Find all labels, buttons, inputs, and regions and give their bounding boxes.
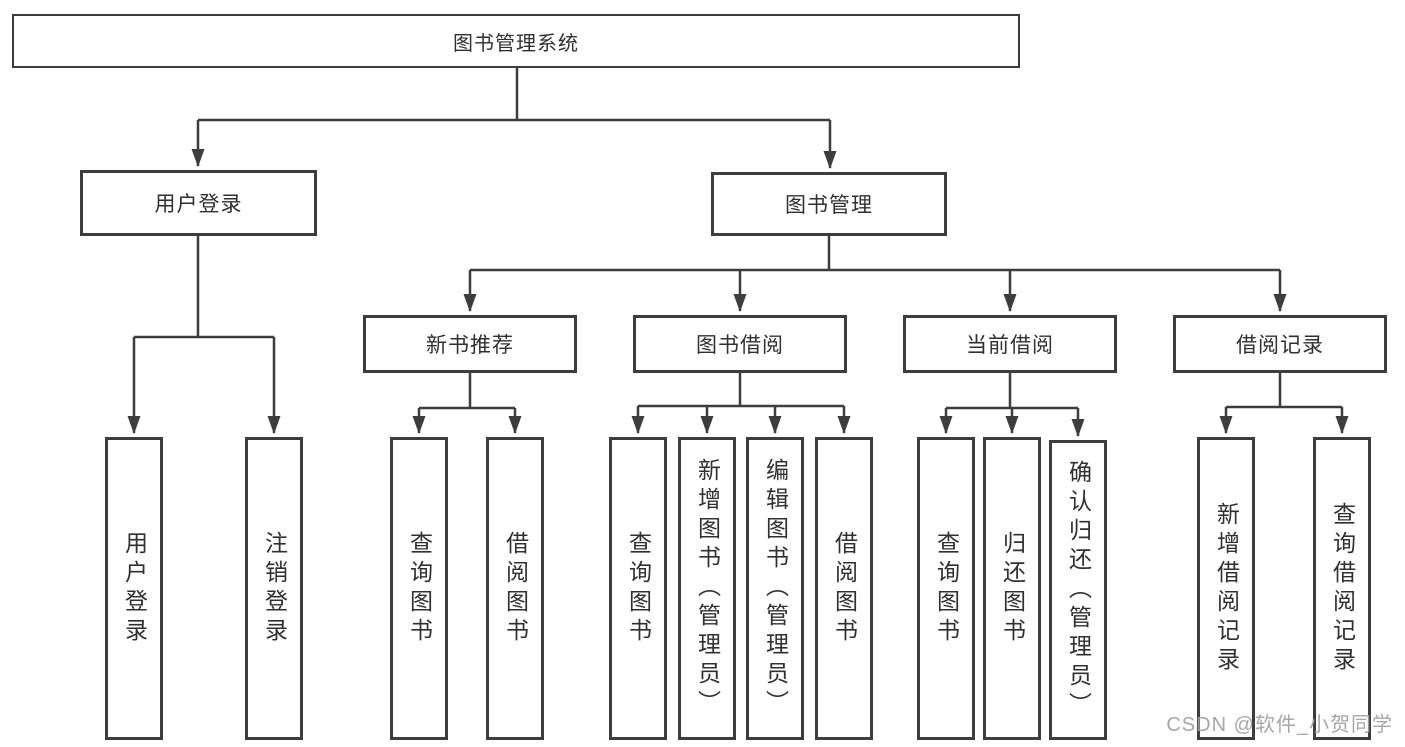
leaf-query-books-current-label: 查询图书 — [933, 530, 960, 647]
connector-user-login — [134, 236, 274, 339]
node-new-book-recommend: 新书推荐 — [363, 315, 577, 373]
leaf-query-books-recommend: 查询图书 — [390, 437, 448, 740]
leaf-borrow-books: 借阅图书 — [815, 437, 873, 740]
leaf-add-book-admin: 新增图书（管理员） — [678, 437, 736, 740]
connector-book-borrow — [638, 373, 844, 408]
connector-root — [198, 68, 830, 122]
node-library-management-system: 图书管理系统 — [12, 14, 1020, 68]
node-book-management: 图书管理 — [711, 172, 947, 236]
leaf-query-books-borrow: 查询图书 — [609, 437, 667, 740]
leaf-query-books-recommend-label: 查询图书 — [406, 530, 433, 647]
leaf-edit-book-admin: 编辑图书（管理员） — [746, 437, 804, 740]
connector-new-book — [419, 373, 515, 410]
leaf-add-borrow-record-label: 新增借阅记录 — [1213, 501, 1240, 676]
leaf-logout: 注销登录 — [245, 437, 303, 740]
leaf-borrow-books-recommend-label: 借阅图书 — [502, 530, 529, 647]
connector-book-management — [470, 236, 1280, 272]
leaf-add-borrow-record: 新增借阅记录 — [1197, 437, 1255, 740]
connector-borrow-records — [1226, 373, 1342, 409]
csdn-watermark: CSDN @软件_小贺同学 — [1166, 714, 1393, 736]
leaf-query-books-current: 查询图书 — [917, 437, 975, 740]
node-user-login: 用户登录 — [80, 170, 317, 236]
leaf-confirm-return-admin: 确认归还（管理员） — [1049, 440, 1107, 740]
leaf-user-login: 用户登录 — [105, 437, 163, 740]
leaf-borrow-books-recommend: 借阅图书 — [486, 437, 544, 740]
leaf-edit-book-admin-label: 编辑图书（管理员） — [762, 458, 789, 719]
node-current-borrow: 当前借阅 — [903, 315, 1117, 373]
leaf-logout-label: 注销登录 — [261, 530, 288, 647]
leaf-query-borrow-record-label: 查询借阅记录 — [1329, 501, 1356, 676]
leaf-query-borrow-record: 查询借阅记录 — [1313, 437, 1371, 740]
node-book-borrow: 图书借阅 — [633, 315, 847, 373]
leaf-return-book: 归还图书 — [983, 437, 1041, 740]
leaf-query-books-borrow-label: 查询图书 — [625, 530, 652, 647]
leaf-user-login-label: 用户登录 — [121, 530, 148, 647]
leaf-return-book-label: 归还图书 — [999, 530, 1026, 647]
leaf-borrow-books-label: 借阅图书 — [831, 530, 858, 647]
node-borrow-records: 借阅记录 — [1173, 315, 1387, 373]
connector-current-borrow — [946, 373, 1078, 410]
leaf-confirm-return-admin-label: 确认归还（管理员） — [1065, 459, 1092, 721]
leaf-add-book-admin-label: 新增图书（管理员） — [694, 458, 721, 719]
